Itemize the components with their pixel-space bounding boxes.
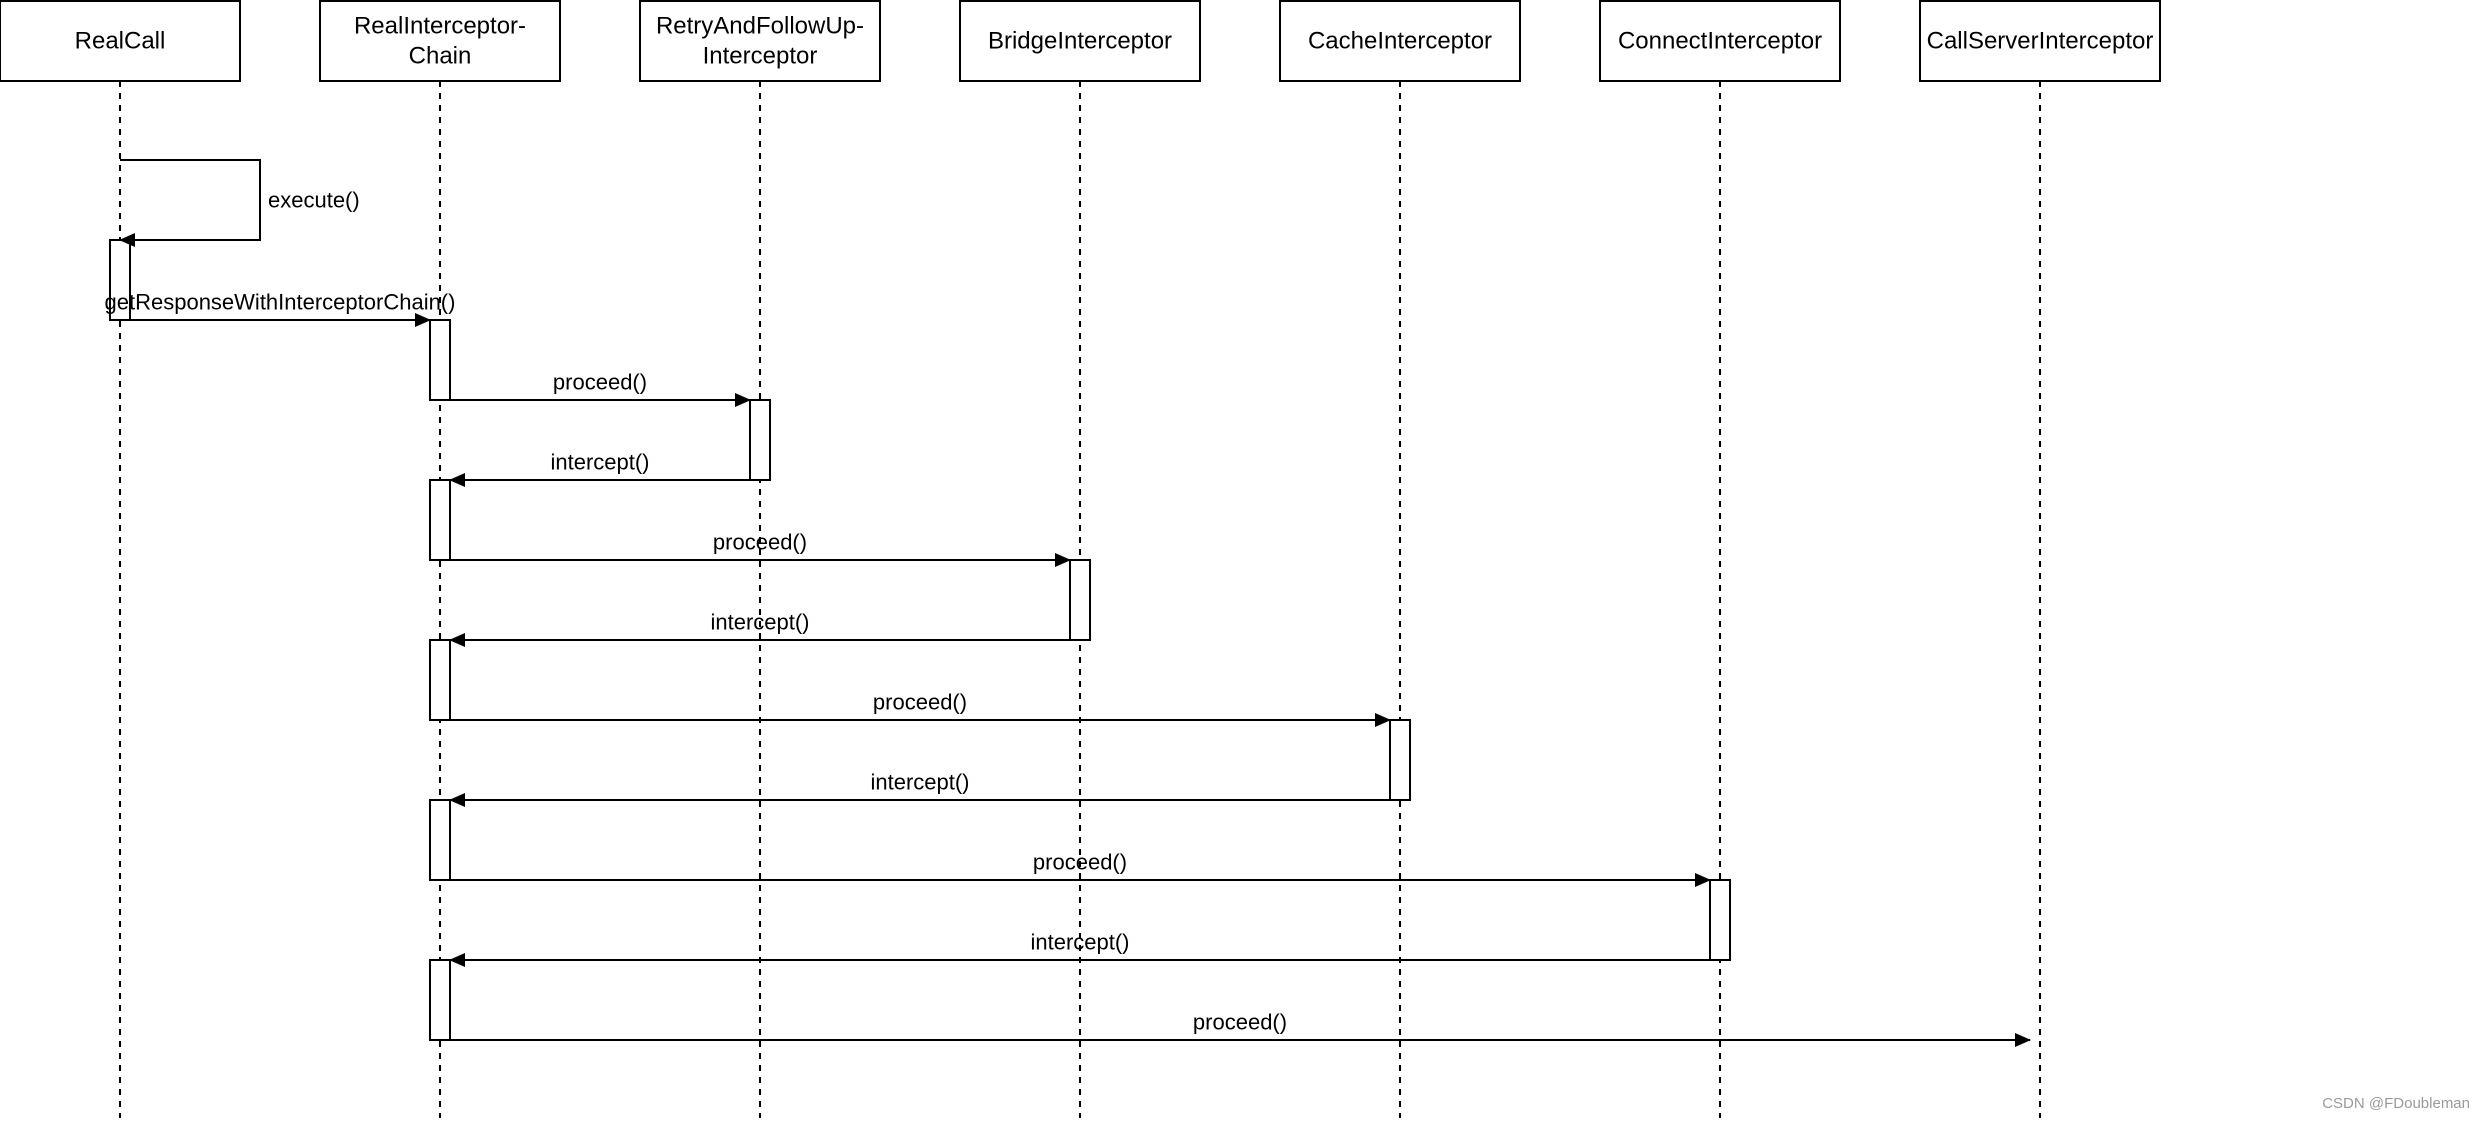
participant-label: CallServerInterceptor <box>1927 28 2154 55</box>
message-0: execute() <box>119 159 360 247</box>
participant-label: CacheInterceptor <box>1308 28 1492 55</box>
message-7: intercept() <box>449 770 1390 807</box>
participant-box <box>1279 0 1521 82</box>
activation-bar <box>749 399 771 481</box>
message-1: getResponseWithInterceptorChain() <box>105 290 456 327</box>
message-label: getResponseWithInterceptorChain() <box>105 290 456 315</box>
participant-label: Interceptor <box>703 43 818 70</box>
participants: RealCall RealInterceptor- Chain RetryAndFol… <box>0 0 2161 82</box>
participant-box <box>319 0 561 82</box>
messages: execute() getResponseWithInterceptorChain… <box>105 159 2031 1047</box>
activation-bar <box>429 479 451 561</box>
message-2: proceed() <box>450 370 751 407</box>
participant-retry: RetryAndFollowUp- Interceptor <box>639 0 881 82</box>
message-8: proceed() <box>450 850 1711 887</box>
message-label: intercept() <box>550 450 649 475</box>
participant-cache: CacheInterceptor <box>1279 0 1521 82</box>
participant-label: Chain <box>409 43 472 70</box>
participant-label: RetryAndFollowUp- <box>656 13 864 40</box>
message-6: proceed() <box>450 690 1391 727</box>
message-label: intercept() <box>870 770 969 795</box>
participant-chain: RealInterceptor- Chain <box>319 0 561 82</box>
activation-bar <box>429 959 451 1041</box>
message-label: proceed() <box>1033 850 1127 875</box>
lifelines <box>119 81 2041 1118</box>
participant-label: RealInterceptor- <box>354 13 526 40</box>
activation-bar <box>1069 559 1091 641</box>
participant-callserver: CallServerInterceptor <box>1919 0 2161 82</box>
message-3: intercept() <box>449 450 750 487</box>
activation-bars <box>109 239 1731 1041</box>
activation-bar <box>429 639 451 721</box>
message-5: intercept() <box>449 610 1070 647</box>
message-label: intercept() <box>1030 930 1129 955</box>
message-10: proceed() <box>450 1010 2031 1047</box>
participant-realcall: RealCall <box>0 0 241 82</box>
participant-bridge: BridgeInterceptor <box>959 0 1201 82</box>
participant-label: BridgeInterceptor <box>988 28 1172 55</box>
message-label: execute() <box>268 188 360 213</box>
watermark: CSDN @FDoubleman <box>2322 1095 2470 1112</box>
message-label: proceed() <box>713 530 807 555</box>
participant-label: ConnectInterceptor <box>1618 28 1822 55</box>
participant-box <box>639 0 881 82</box>
message-label: proceed() <box>553 370 647 395</box>
message-label: proceed() <box>1193 1010 1287 1035</box>
activation-bar <box>1709 879 1731 961</box>
message-9: intercept() <box>449 930 1710 967</box>
participant-connect: ConnectInterceptor <box>1599 0 1841 82</box>
message-label: proceed() <box>873 690 967 715</box>
participant-box <box>1919 0 2161 82</box>
message-arrow <box>119 159 261 247</box>
participant-box <box>959 0 1201 82</box>
participant-label: RealCall <box>75 28 166 55</box>
message-label: intercept() <box>710 610 809 635</box>
participant-box <box>0 0 241 82</box>
message-4: proceed() <box>450 530 1071 567</box>
participant-box <box>1599 0 1841 82</box>
activation-bar <box>429 319 451 401</box>
activation-bar <box>429 799 451 881</box>
activation-bar <box>1389 719 1411 801</box>
